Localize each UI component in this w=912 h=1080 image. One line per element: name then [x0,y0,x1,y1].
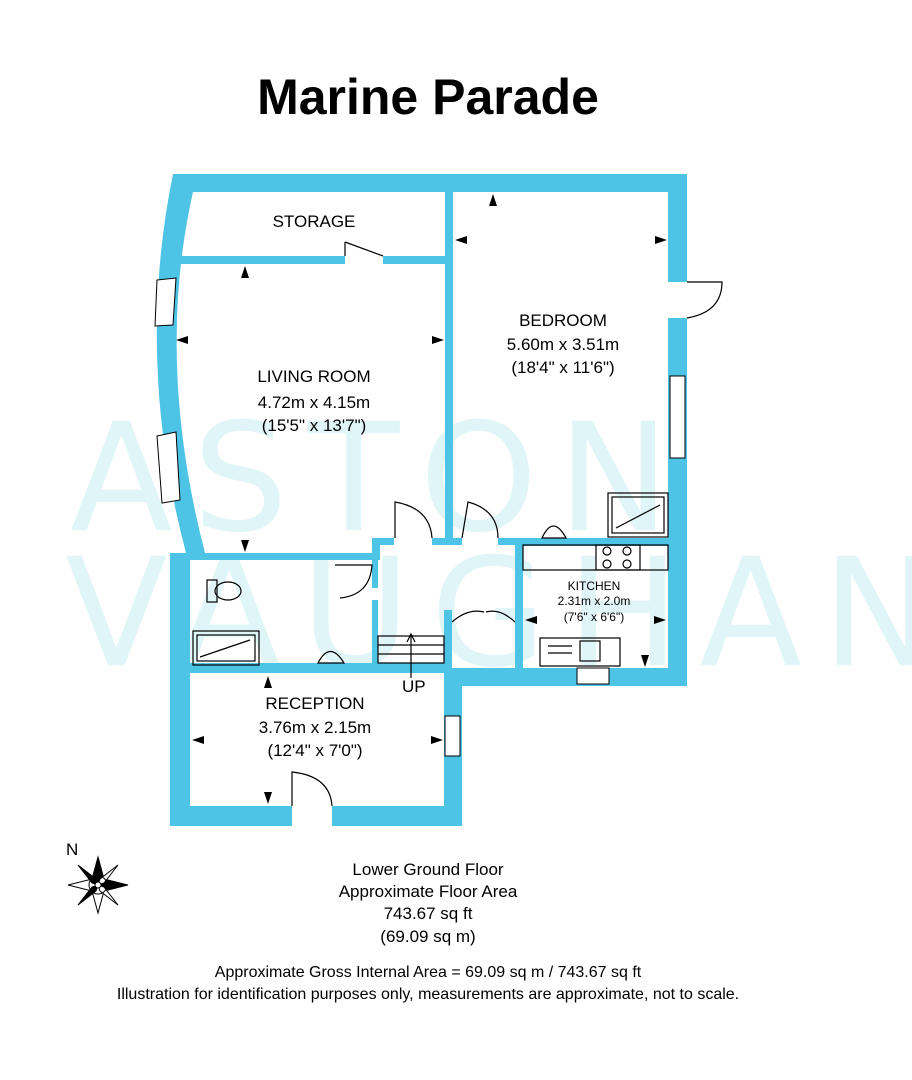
dimension-arrow [489,194,497,206]
dimension-arrow [525,616,537,624]
living-room-imperial: (15'5" x 13'7") [262,416,367,435]
door-living [394,501,433,539]
storage-bottom-wall [178,256,345,264]
storage-bottom-wall-right [383,256,445,264]
windows [154,277,686,757]
disclaimer: Illustration for identification purposes… [117,986,739,1003]
reception-label: RECEPTION [265,694,364,713]
kitchen-metric: 2.31m x 2.0m [558,594,631,608]
living-bottom-wall [190,553,375,560]
stairs-arrow-head [406,632,416,643]
bedroom-label: BEDROOM [519,311,607,330]
kitchen-counter-bottom [539,637,621,667]
bedroom-imperial: (18'4" x 11'6") [511,358,614,377]
kitchen-label: KITCHEN [568,579,621,593]
right-wall-upper [668,174,687,282]
fixtures [192,492,669,667]
dimension-arrow [641,655,649,667]
doors [291,241,723,807]
plan-title: Marine Parade [257,69,599,125]
sink-bedroom [541,525,568,539]
reception-bottom-wall-right [332,806,462,826]
door-cupboard [451,610,516,623]
right-wall-lower [668,318,687,686]
floor-name: Lower Ground Floor [352,860,504,879]
compass-north-label: N [66,840,78,859]
shower-tray-bedroom [607,492,669,538]
dimension-arrow [655,236,667,244]
kitchen-top-wall [515,538,668,546]
bath-left-divider [190,663,445,673]
middle-wall [445,192,453,538]
door-storage [344,241,384,257]
reception-imperial: (12'4" x 7'0") [267,741,362,760]
dimension-arrow [241,266,249,278]
window-right [669,375,686,459]
dimension-arrow [176,336,188,344]
kitchen-imperial: (7'6" x 6'6") [564,610,624,624]
dimension-arrow [192,736,204,744]
dimension-arrow [431,736,443,744]
reception-bottom-wall-left [170,806,292,826]
door-bath [335,564,373,599]
window-kitchen [576,667,610,685]
storage-label: STORAGE [273,212,356,231]
kitchen-sink [579,640,601,662]
dimension-arrow [241,540,249,552]
window-left-lower [156,431,181,504]
floor-area-sqft: 743.67 sq ft [384,904,473,923]
cupboard-wall [444,610,452,670]
gross-area-note: Approximate Gross Internal Area = 69.09 … [215,964,642,981]
bath-right-wall-lower [372,600,378,670]
bottom-right-wall [462,668,687,686]
shower-tray-bathroom [192,630,260,666]
left-wall-lower [170,553,190,826]
bedroom-metric: 5.60m x 3.51m [507,335,619,354]
window-reception [444,715,461,757]
dimension-arrow [654,616,666,624]
toilet [206,579,242,603]
corridor-top-wall [372,538,394,545]
compass-icon: N [66,840,129,915]
dimension-arrow [264,792,272,804]
dimension-arrow [432,336,444,344]
corridor-step-wall [372,538,380,560]
door-outside-right [686,281,723,319]
top-wall [173,174,687,192]
reception-metric: 3.76m x 2.15m [259,718,371,737]
door-bedroom [461,501,499,539]
kitchen-left-wall [515,545,523,675]
floor-area-sqm: (69.09 sq m) [380,927,475,946]
dimension-arrow [455,236,467,244]
kitchen-counter-top [522,544,669,571]
dimension-arrows [176,194,667,804]
living-room-label: LIVING ROOM [257,367,370,386]
window-left-upper [154,277,177,327]
dimension-arrow [264,676,272,688]
door-reception [291,771,333,807]
sink-bathroom [317,650,346,664]
stairs [377,632,445,678]
living-room-metric: 4.72m x 4.15m [258,393,370,412]
floor-area-label: Approximate Floor Area [339,882,518,901]
stairs-up-label: UP [402,677,426,696]
bath-right-wall [372,560,378,588]
corridor-top-wall-2 [432,538,462,545]
